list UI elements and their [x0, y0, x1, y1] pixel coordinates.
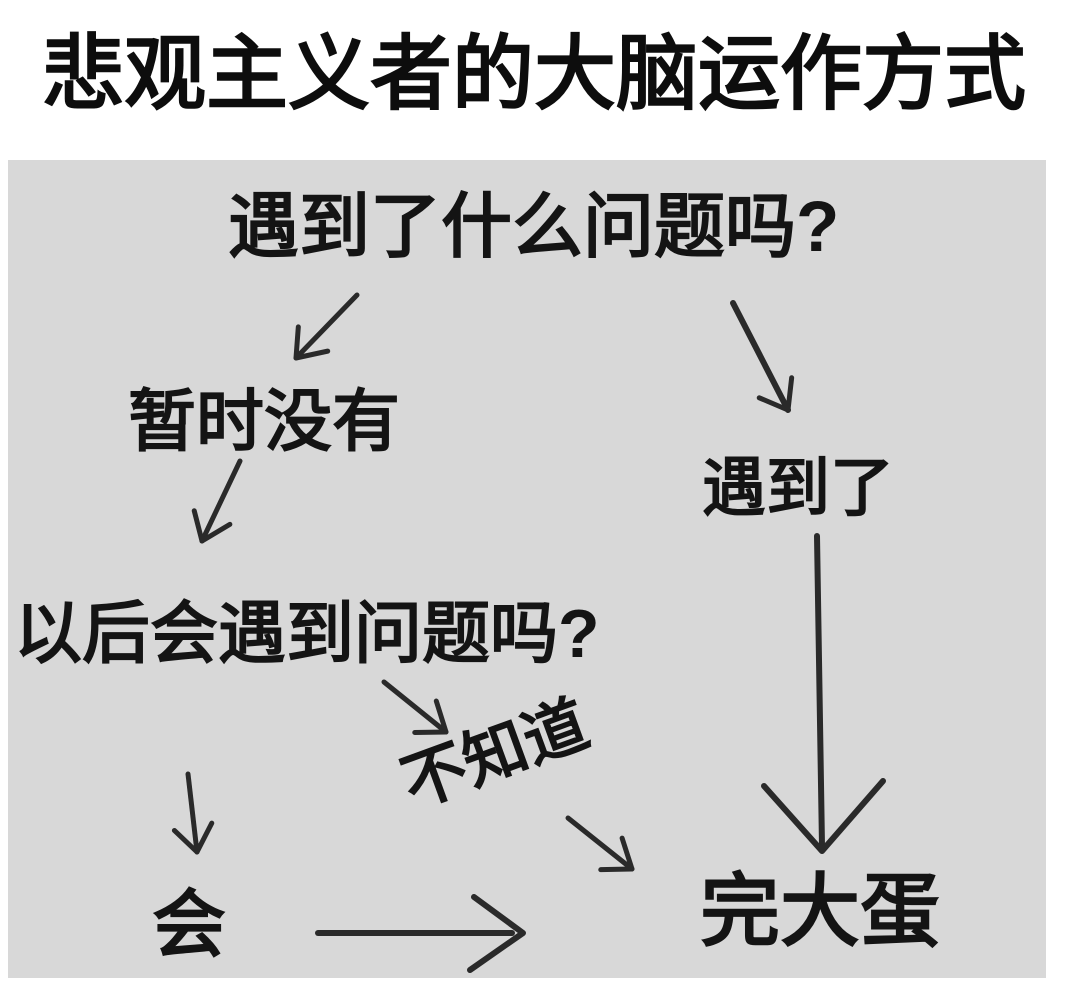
- node-will: 会: [152, 883, 226, 966]
- node-question-any-problem: 遇到了什么问题吗?: [228, 188, 840, 267]
- node-question-future-problem: 以后会遇到问题吗?: [14, 596, 600, 672]
- node-doomed: 完大蛋: [700, 867, 940, 956]
- node-no-for-now: 暂时没有: [128, 384, 401, 460]
- page-title: 悲观主义者的大脑运作方式: [41, 29, 1026, 120]
- node-encountered: 遇到了: [702, 452, 894, 524]
- flowchart-panel: [8, 160, 1046, 978]
